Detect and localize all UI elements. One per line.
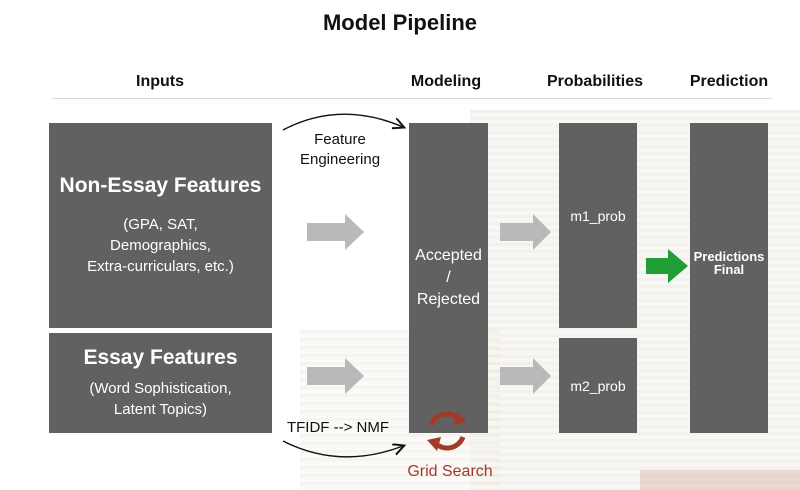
gray-arrow-icon <box>500 358 551 394</box>
feature-engineering-line: Feature <box>314 131 366 148</box>
non-essay-line: Extra-curriculars, etc.) <box>87 258 234 275</box>
curved-arrow-icon <box>282 440 403 458</box>
essay-details: (Word Sophistication, Latent Topics) <box>89 378 231 420</box>
m2-prob-box: m2_prob <box>559 338 637 433</box>
essay-features-box: Essay Features (Word Sophistication, Lat… <box>49 333 272 433</box>
gray-arrow-icon <box>500 214 551 250</box>
header-probabilities: Probabilities <box>546 73 644 90</box>
final-line: Final <box>713 262 745 277</box>
curved-arrow-icon <box>282 113 403 131</box>
gray-arrow-icon <box>307 214 364 250</box>
non-essay-line: (GPA, SAT, <box>123 216 198 233</box>
essay-title: Essay Features <box>83 346 238 369</box>
modeling-line: Accepted <box>415 247 482 264</box>
header-inputs: Inputs <box>136 73 184 90</box>
essay-line: Latent Topics) <box>113 401 208 418</box>
feature-engineering-line: Engineering <box>299 151 381 168</box>
header-prediction: Prediction <box>689 73 769 90</box>
gray-arrow-icon <box>307 358 364 394</box>
m1-prob-box: m1_prob <box>559 123 637 328</box>
non-essay-line: Demographics, <box>110 237 211 254</box>
modeling-box: Accepted / Rejected <box>409 123 488 433</box>
non-essay-title: Non-Essay Features <box>59 174 262 197</box>
non-essay-features-box: Non-Essay Features (GPA, SAT, Demographi… <box>49 123 272 328</box>
page-title: Model Pipeline <box>322 10 478 35</box>
m2-prob-label: m2_prob <box>570 377 626 394</box>
green-arrow-icon <box>646 249 688 283</box>
header-modeling: Modeling <box>410 73 482 90</box>
final-line: Predictions <box>693 249 765 264</box>
modeling-line: Rejected <box>416 291 481 308</box>
non-essay-details: (GPA, SAT, Demographics, Extra-curricula… <box>87 214 234 277</box>
tfidf-label: TFIDF --> NMF <box>286 419 390 436</box>
grid-search-cycle-icon <box>427 411 467 451</box>
final-predictions-box: Final Predictions <box>690 123 768 433</box>
background-book-spine <box>640 470 800 490</box>
m1-prob-label: m1_prob <box>570 207 626 224</box>
feature-engineering-label: Feature Engineering <box>290 130 390 170</box>
grid-search-label: Grid Search <box>407 463 493 480</box>
modeling-line: / <box>446 269 451 286</box>
header-divider <box>52 98 772 99</box>
essay-line: (Word Sophistication, <box>89 380 232 397</box>
